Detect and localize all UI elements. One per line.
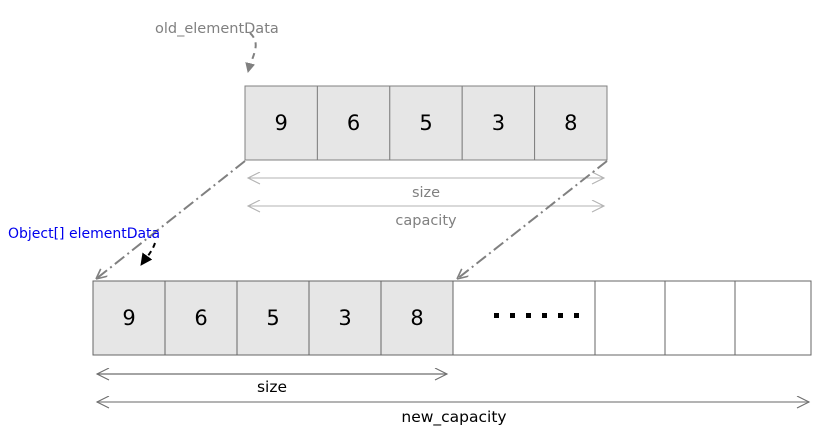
ellipsis-dot-1 [494, 313, 499, 318]
new-element-data-label: Object[] elementData [8, 226, 160, 242]
old-element-data-arrow [245, 32, 257, 73]
old-array-cell-value-1: 6 [347, 111, 360, 135]
ellipsis-dot-4 [542, 313, 547, 318]
old-array-cell-3 [461, 85, 536, 161]
old-array-cell-4 [534, 85, 608, 161]
new-array-cell-value-1: 6 [194, 306, 207, 330]
new-array-capacity-label: new_capacity [401, 408, 506, 427]
new-element-data-arrow [140, 242, 156, 266]
old-array-size-measure: size [248, 178, 604, 201]
new-array-cell-6 [594, 280, 666, 356]
ellipsis-dot-5 [558, 313, 563, 318]
ellipsis-dot-3 [526, 313, 531, 318]
old-element-data-label: old_elementData [155, 21, 279, 37]
new-array-cell-4 [380, 280, 454, 356]
new-array-cell-3 [308, 280, 382, 356]
copy-connectors [96, 160, 608, 280]
new-element-data-pointer [140, 242, 156, 266]
new-array-group: 9 6 5 3 8 [92, 280, 812, 356]
old-array-cell-0 [244, 85, 318, 161]
new-array-size-measure: size [97, 374, 447, 396]
old-array-capacity-label: capacity [395, 213, 457, 229]
new-array-cell-ellipsis [452, 280, 596, 356]
new-array-cell-value-0: 9 [122, 306, 135, 330]
old-array-cell-value-4: 8 [564, 111, 577, 135]
new-array-cell-value-3: 3 [338, 306, 351, 330]
new-array-capacity-measure: new_capacity [97, 402, 809, 427]
new-array-cell-value-2: 5 [266, 306, 279, 330]
old-array-group: 9 6 5 3 8 [244, 85, 608, 161]
old-array-cell-value-2: 5 [419, 111, 432, 135]
new-array-cell-8 [734, 280, 812, 356]
new-array-size-label: size [257, 378, 287, 396]
old-array-cell-1 [316, 85, 391, 161]
new-array-cell-7 [664, 280, 736, 356]
old-array-cell-value-0: 9 [275, 111, 288, 135]
copy-connector-right [457, 160, 608, 280]
copy-connector-left [96, 160, 246, 280]
old-array-cell-2 [389, 85, 463, 161]
new-array-cell-0 [92, 280, 166, 356]
old-element-data-pointer [245, 32, 257, 73]
ellipsis-dot-6 [574, 313, 579, 318]
new-array-cell-1 [164, 280, 238, 356]
new-array-cell-value-4: 8 [410, 306, 423, 330]
old-array-size-label: size [412, 185, 440, 201]
new-array-ellipsis-dots [494, 313, 579, 318]
ellipsis-dot-2 [510, 313, 515, 318]
old-array-cell-value-3: 3 [492, 111, 505, 135]
old-array-capacity-measure: capacity [248, 206, 604, 229]
new-array-cell-2 [236, 280, 310, 356]
